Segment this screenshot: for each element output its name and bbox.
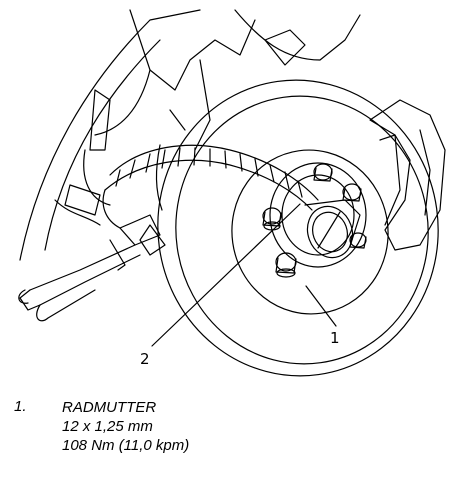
leader-lines	[151, 203, 337, 347]
legend-item-number: 1.	[14, 398, 27, 415]
legend-item-text: RADMUTTER 12 x 1,25 mm 108 Nm (11,0 kpm)	[62, 398, 189, 455]
legend-item-title: RADMUTTER	[62, 399, 157, 416]
callout-number-1: 1	[330, 329, 340, 347]
legend-item-torque: 108 Nm (11,0 kpm)	[62, 437, 190, 454]
brake-caliper	[369, 99, 446, 251]
brake-disc-illustration: 1 2	[18, 9, 446, 377]
legend-item-size: 12 x 1,25 mm	[62, 418, 153, 435]
indicator-arm	[102, 144, 319, 246]
callout-number-2: 2	[140, 350, 150, 368]
locking-pliers	[18, 224, 166, 322]
wheel-nuts	[262, 163, 367, 278]
suspension-background	[19, 9, 361, 261]
legend: 1. RADMUTTER 12 x 1,25 mm 108 Nm (11,0 k…	[0, 392, 456, 492]
wheel-hub	[269, 162, 367, 268]
dial-indicator	[304, 199, 361, 259]
brake-disc	[157, 79, 439, 377]
legend-item: 1. RADMUTTER 12 x 1,25 mm 108 Nm (11,0 k…	[0, 392, 456, 492]
